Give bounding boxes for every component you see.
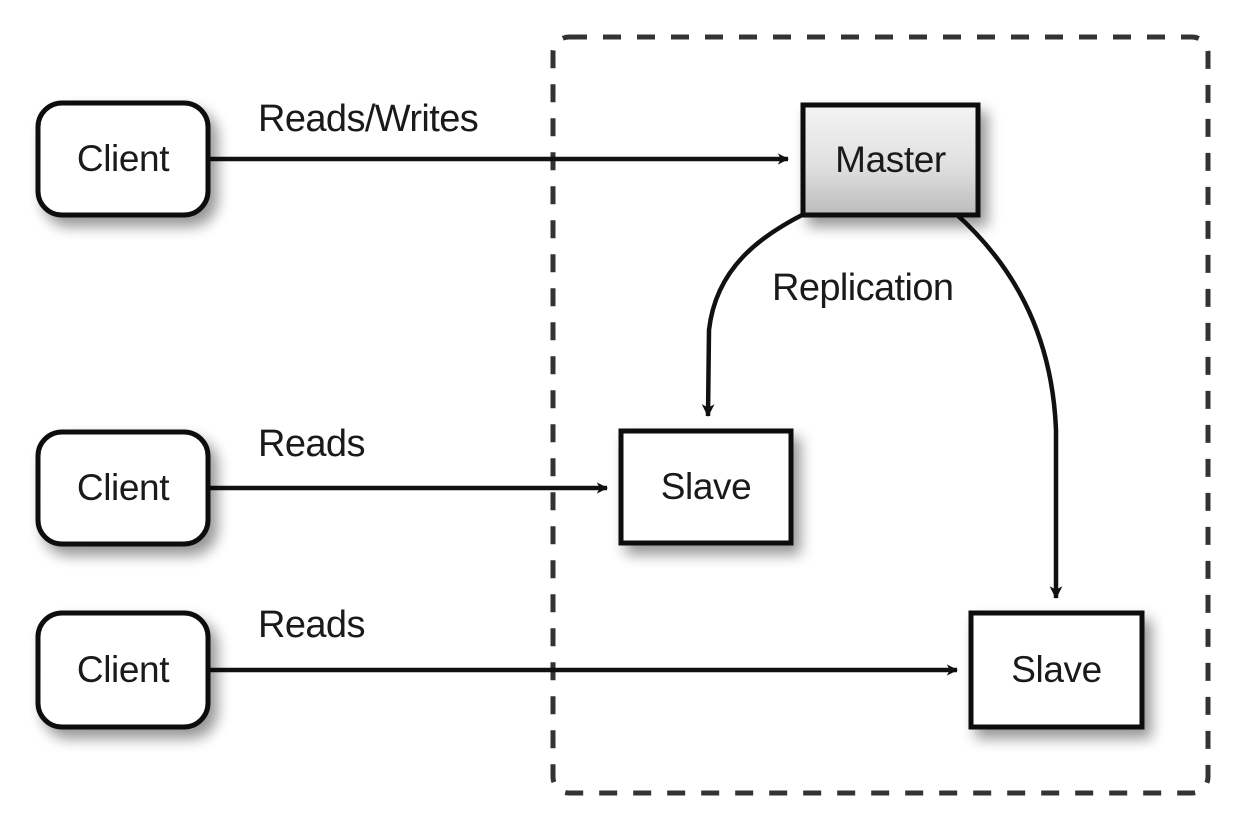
node-slave-1[interactable] bbox=[618, 428, 794, 546]
edge-master-slave1-line bbox=[701, 210, 808, 417]
node-master[interactable] bbox=[800, 102, 981, 218]
edge-master-slave2-line bbox=[953, 211, 1063, 600]
node-client-3[interactable] bbox=[35, 610, 211, 730]
node-client-2[interactable] bbox=[35, 429, 211, 547]
edge-label-reads-2: Reads bbox=[258, 604, 365, 646]
edge-label-replication: Replication bbox=[772, 267, 954, 309]
node-client-1[interactable] bbox=[35, 100, 211, 218]
database-cluster-boundary bbox=[550, 34, 1211, 796]
edge-label-reads-writes: Reads/Writes bbox=[258, 98, 479, 140]
edge-label-reads-1: Reads bbox=[258, 423, 365, 465]
node-slave-2[interactable] bbox=[968, 610, 1145, 730]
